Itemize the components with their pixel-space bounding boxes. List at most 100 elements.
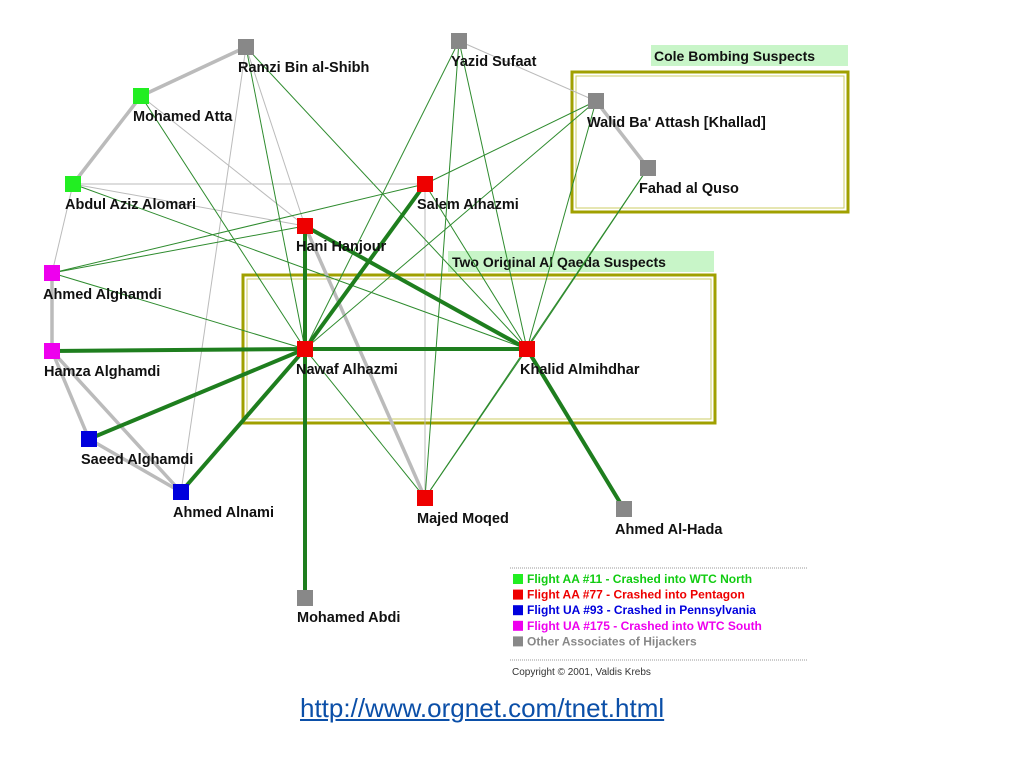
edge-saeed-alnami — [88, 437, 182, 494]
node-abdi: Mohamed Abdi — [297, 590, 400, 626]
node-label-alnami: Ahmed Alnami — [173, 505, 274, 521]
node-hamza: Hamza Alghamdi — [44, 343, 160, 380]
legend-items: Flight AA #11 - Crashed into WTC NorthFl… — [513, 572, 762, 648]
legend-label-flight_aa11: Flight AA #11 - Crashed into WTC North — [527, 572, 752, 586]
node-marker-alnami — [173, 484, 189, 500]
node-marker-saeed — [81, 431, 97, 447]
edge-nawaf-majed — [304, 348, 426, 499]
node-marker-yazid — [451, 33, 467, 49]
node-marker-ahmed_alg — [44, 265, 60, 281]
node-marker-hani — [297, 218, 313, 234]
edge-salem-ahmed_alg — [51, 183, 426, 274]
node-label-ahmed_alg: Ahmed Alghamdi — [43, 287, 162, 303]
group-label-original: Two Original Al Qaeda Suspects — [452, 254, 666, 270]
source-link[interactable]: http://www.orgnet.com/tnet.html — [300, 693, 665, 723]
edge-khalid-alhada — [525, 347, 626, 511]
node-label-hani: Hani Hanjour — [296, 239, 387, 255]
edge-khalid-alomari — [72, 183, 528, 350]
edge-nawaf-alnami — [179, 347, 307, 494]
node-label-alomari: Abdul Aziz Alomari — [65, 197, 196, 213]
node-majed: Majed Moqed — [417, 490, 509, 527]
node-label-atta: Mohamed Atta — [133, 109, 233, 125]
node-marker-alomari — [65, 176, 81, 192]
edge-yazid-majed — [424, 40, 460, 499]
node-label-nawaf: Nawaf Alhazmi — [296, 362, 398, 378]
node-ahmed_alg: Ahmed Alghamdi — [43, 265, 162, 303]
node-label-hamza: Hamza Alghamdi — [44, 364, 160, 380]
edge-nawaf-ramzi — [245, 46, 306, 350]
legend-label-flight_aa77: Flight AA #77 - Crashed into Pentagon — [527, 588, 745, 602]
node-nawaf: Nawaf Alhazmi — [296, 341, 398, 378]
node-hani: Hani Hanjour — [296, 218, 387, 255]
node-khalid: Khalid Almihdhar — [519, 341, 640, 378]
group-box-cole-frame — [570, 70, 850, 214]
legend-label-associate: Other Associates of Hijackers — [527, 634, 697, 648]
edge-nawaf-hamza — [51, 347, 306, 353]
legend-swatch-flight_ua93 — [513, 605, 523, 616]
edge-salem-walid — [424, 100, 597, 185]
edge-hamza-alnami — [50, 349, 183, 494]
node-saeed: Saeed Alghamdi — [81, 431, 193, 468]
legend-swatch-flight_aa77 — [513, 589, 523, 600]
node-marker-majed — [417, 490, 433, 506]
node-marker-khalid — [519, 341, 535, 357]
edge-walid-fahad — [594, 99, 650, 170]
node-label-majed: Majed Moqed — [417, 511, 509, 527]
edge-khalid-salem — [424, 183, 528, 350]
edge-majed-fahad — [424, 167, 649, 499]
group-label-cole-bg — [651, 45, 848, 66]
edge-atta-alomari — [71, 94, 143, 186]
node-marker-salem — [417, 176, 433, 192]
legend-label-flight_ua93: Flight UA #93 - Crashed in Pennsylvania — [527, 603, 756, 617]
legend-swatch-flight_aa11 — [513, 574, 523, 584]
node-label-yazid: Yazid Sufaat — [451, 54, 537, 70]
node-marker-hamza — [44, 343, 60, 359]
node-label-alhada: Ahmed Al-Hada — [615, 522, 723, 538]
edge-khalid-walid — [526, 100, 597, 350]
node-marker-ramzi — [238, 39, 254, 55]
edge-hani-alomari — [72, 183, 306, 227]
edge-nawaf-saeed — [88, 347, 306, 441]
edge-nawaf-salem — [303, 182, 427, 351]
node-salem: Salem Alhazmi — [417, 176, 519, 213]
group-boxes: Cole Bombing Suspects Two Original Al Qa… — [241, 45, 850, 425]
legend-swatch-flight_ua175 — [513, 620, 523, 631]
node-label-salem: Salem Alhazmi — [417, 197, 519, 213]
edge-nawaf-ahmed_alg — [51, 272, 306, 350]
node-label-abdi: Mohamed Abdi — [297, 610, 400, 626]
edge-hani-ahmed_alg — [51, 225, 306, 274]
edge-ramzi-hani — [245, 46, 306, 227]
node-fahad: Fahad al Quso — [639, 160, 739, 197]
node-marker-walid — [588, 93, 604, 109]
edge-khalid-ramzi — [245, 46, 528, 350]
node-label-saeed: Saeed Alghamdi — [81, 452, 193, 468]
group-label-original-bg — [448, 251, 714, 272]
legend-copyright: Copyright © 2001, Valdis Krebs — [512, 667, 651, 678]
node-label-walid: Walid Ba' Attash [Khallad] — [587, 115, 766, 131]
node-yazid: Yazid Sufaat — [451, 33, 537, 70]
node-marker-alhada — [616, 501, 632, 517]
node-alnami: Ahmed Alnami — [173, 484, 274, 521]
node-marker-atta — [133, 88, 149, 104]
edge-hamza-saeed — [50, 350, 91, 440]
node-atta: Mohamed Atta — [133, 88, 233, 125]
node-walid: Walid Ba' Attash [Khallad] — [587, 93, 766, 131]
edge-hani-khalid — [304, 224, 528, 351]
legend-label-flight_ua175: Flight UA #175 - Crashed into WTC South — [527, 619, 762, 633]
edge-nawaf-atta — [140, 95, 306, 350]
group-label-cole: Cole Bombing Suspects — [654, 48, 815, 64]
edges — [50, 40, 650, 598]
legend: Flight AA #11 - Crashed into WTC NorthFl… — [510, 567, 808, 678]
group-box-cole: Cole Bombing Suspects — [570, 45, 850, 214]
node-marker-nawaf — [297, 341, 313, 357]
edge-hani-majed — [303, 225, 427, 499]
node-label-khalid: Khalid Almihdhar — [520, 362, 640, 378]
edge-nawaf-yazid — [304, 40, 460, 350]
edge-khalid-yazid — [458, 40, 528, 350]
legend-swatch-associate — [513, 636, 523, 647]
node-marker-abdi — [297, 590, 313, 606]
edge-hani-atta — [140, 95, 306, 227]
group-box-cole-inner — [575, 75, 845, 209]
